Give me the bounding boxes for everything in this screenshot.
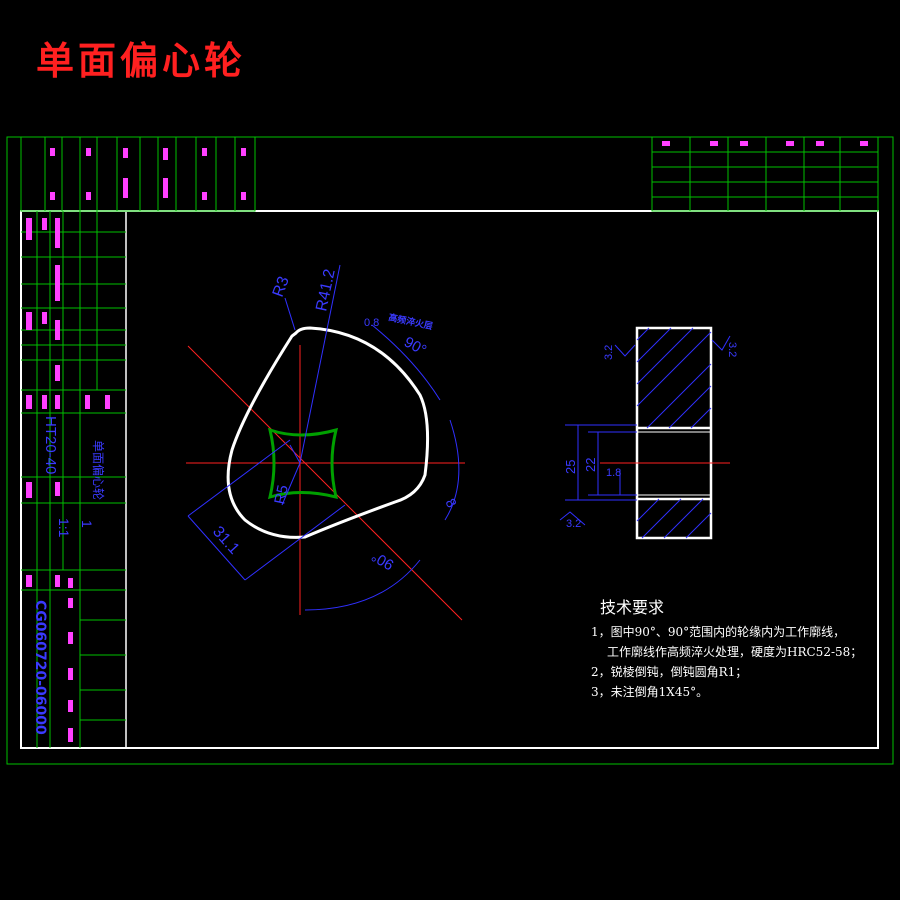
tech-item-1: 1，图中90°、90°范围内的轮缘内为工作廓线， bbox=[591, 624, 845, 639]
top-left-table bbox=[20, 136, 256, 212]
roughness-bottom: 3.2 bbox=[566, 518, 581, 530]
front-view: R3 R41.2 0.8 高频淬火层 90° 90° 31.1 8 R5 bbox=[186, 264, 465, 621]
side-dimension-lines bbox=[559, 335, 731, 526]
roughness-right: 3.2 bbox=[726, 342, 738, 357]
dim-r-small: R3 bbox=[270, 274, 293, 299]
revision-table bbox=[651, 136, 879, 212]
front-dimension-lines bbox=[187, 264, 460, 611]
side-hatching bbox=[636, 327, 712, 539]
dim-r-square: R5 bbox=[271, 484, 292, 506]
top-left-table-marks bbox=[50, 148, 246, 200]
center-line-diagonal bbox=[187, 345, 463, 621]
title-block-marks bbox=[26, 218, 110, 742]
drawing-number-text: CG060720-06000 bbox=[32, 600, 48, 735]
side-outline bbox=[635, 326, 713, 540]
drawing-title: 单面偏心轮 bbox=[36, 38, 246, 83]
tech-item-1b: 工作廓线作高频淬火处理，硬度为HRC52-58； bbox=[607, 644, 862, 659]
material-text: HT20-40 bbox=[42, 416, 59, 474]
tech-item-3: 3，未注倒角1X45°。 bbox=[591, 684, 708, 699]
side-view: 25 22 1.8 3.2 3.2 3.2 bbox=[559, 326, 738, 540]
dim-1-8: 1.8 bbox=[606, 467, 621, 479]
tech-item-2: 2，锐棱倒钝，倒钝圆角R1； bbox=[591, 664, 747, 679]
outer-frame bbox=[6, 136, 894, 765]
square-bore bbox=[267, 427, 339, 500]
part-name-text: 单面偏心轮 bbox=[91, 440, 106, 500]
tech-heading: 技术要求 bbox=[600, 598, 664, 617]
dim-22: 22 bbox=[583, 458, 598, 472]
hardened-layer-note: 高频淬火层 bbox=[387, 311, 434, 332]
inner-frame bbox=[20, 210, 879, 749]
scale-text: 1:1 bbox=[56, 518, 72, 538]
dim-thickness: 0.8 bbox=[364, 317, 379, 329]
revision-table-marks bbox=[662, 141, 868, 146]
quantity-text: 1 bbox=[79, 520, 95, 528]
cam-profile bbox=[226, 326, 430, 539]
dim-25: 25 bbox=[563, 460, 578, 474]
title-block-grid bbox=[21, 211, 126, 748]
dim-offset: 31.1 bbox=[209, 523, 243, 558]
roughness-left: 3.2 bbox=[603, 345, 615, 360]
tech-requirements: 技术要求 1，图中90°、90°范围内的轮缘内为工作廓线， 工作廓线作高频淬火处… bbox=[591, 598, 862, 699]
